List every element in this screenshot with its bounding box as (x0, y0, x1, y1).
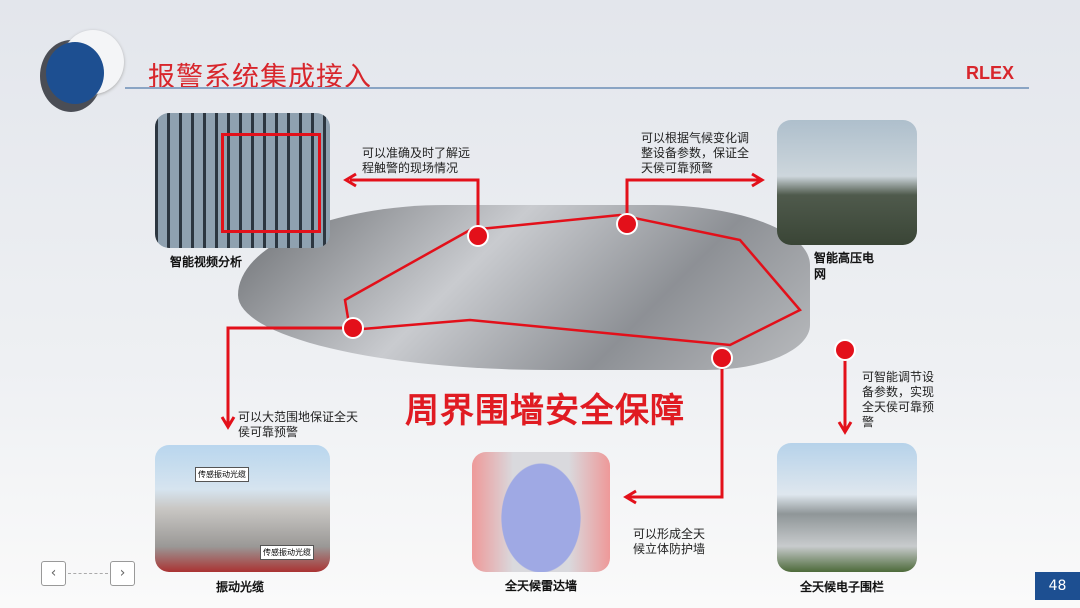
alarm-point-fence (834, 339, 856, 361)
alarm-point-video (467, 225, 489, 247)
caption-video: 智能视频分析 (170, 255, 243, 269)
nav-divider (68, 573, 108, 574)
next-slide-button[interactable]: › (110, 561, 135, 586)
tag-label: 传感振动光缆 (195, 467, 249, 482)
page-number-badge: 48 (1035, 572, 1080, 600)
note-radar: 可以形成全天候立体防护墙 (633, 527, 706, 556)
hv-grid-photo (777, 120, 917, 245)
caption-hv-grid: 智能高压电网 (814, 251, 875, 281)
caption-radar: 全天候雷达墙 (505, 579, 578, 593)
note-vibration: 可以大范围地保证全天侯可靠预警 (238, 410, 359, 439)
note-fence: 可智能调节设备参数，实现全天侯可靠预警 (862, 370, 935, 429)
note-video: 可以准确及时了解远程触警的现场情况 (362, 146, 471, 175)
alarm-point-hv-grid (616, 213, 638, 235)
prev-slide-button[interactable]: ‹ (41, 561, 66, 586)
electronic-fence-photo (777, 443, 917, 572)
caption-vibration: 振动光缆 (216, 580, 265, 594)
decor-circle-blue (46, 42, 104, 104)
alarm-point-vibration (342, 317, 364, 339)
brand-logo: RLEX (966, 63, 1015, 83)
radar-wall-photo (472, 452, 610, 572)
tag-label: 传感振动光缆 (260, 545, 314, 560)
title-divider (125, 87, 1029, 89)
video-analysis-photo (155, 113, 330, 248)
caption-fence: 全天候电子围栏 (800, 580, 885, 594)
main-heading: 周界围墙安全保障 (405, 391, 685, 431)
note-hv-grid: 可以根据气候变化调整设备参数，保证全天侯可靠预警 (641, 131, 750, 175)
alarm-point-radar (711, 347, 733, 369)
vibration-cable-photo: 传感振动光缆 传感振动光缆 (155, 445, 330, 572)
